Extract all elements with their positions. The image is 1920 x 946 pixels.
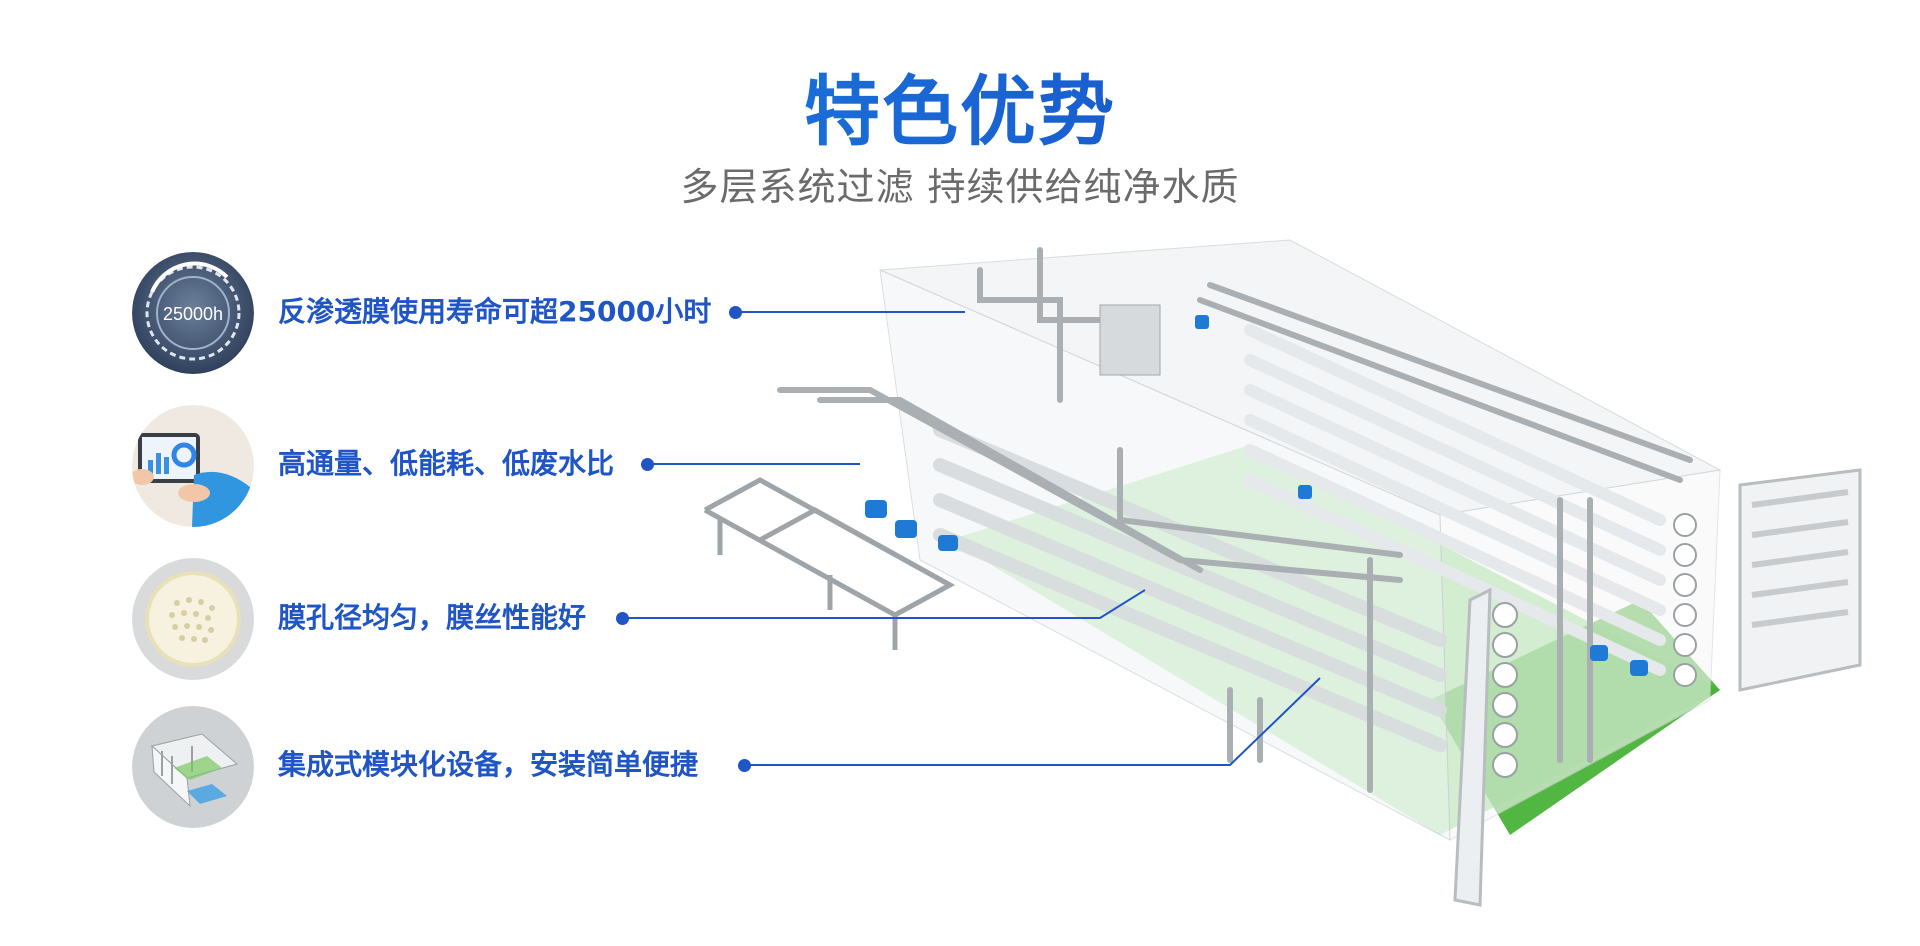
feature-label-membrane: 膜孔径均匀，膜丝性能好 bbox=[278, 601, 587, 634]
page-title: 特色优势 bbox=[0, 62, 1920, 162]
modular-equipment-icon bbox=[132, 706, 254, 828]
lifetime-gauge-icon: 25000h bbox=[132, 252, 254, 374]
feature-label-efficiency: 高通量、低能耗、低废水比 bbox=[278, 447, 615, 480]
membrane-fiber-icon bbox=[132, 558, 254, 680]
feature-label-lifetime: 反渗透膜使用寿命可超25000小时 bbox=[278, 295, 712, 328]
callout-dot bbox=[616, 612, 629, 625]
lifetime-badge: 25000h bbox=[163, 304, 223, 324]
feature-label-modular: 集成式模块化设备，安装简单便捷 bbox=[278, 748, 699, 781]
tablet-analytics-icon bbox=[132, 405, 254, 527]
page-subtitle: 多层系统过滤 持续供给纯净水质 bbox=[680, 165, 1240, 209]
callout-dot bbox=[738, 759, 751, 772]
callout-dot bbox=[729, 306, 742, 319]
callout-dot bbox=[641, 458, 654, 471]
